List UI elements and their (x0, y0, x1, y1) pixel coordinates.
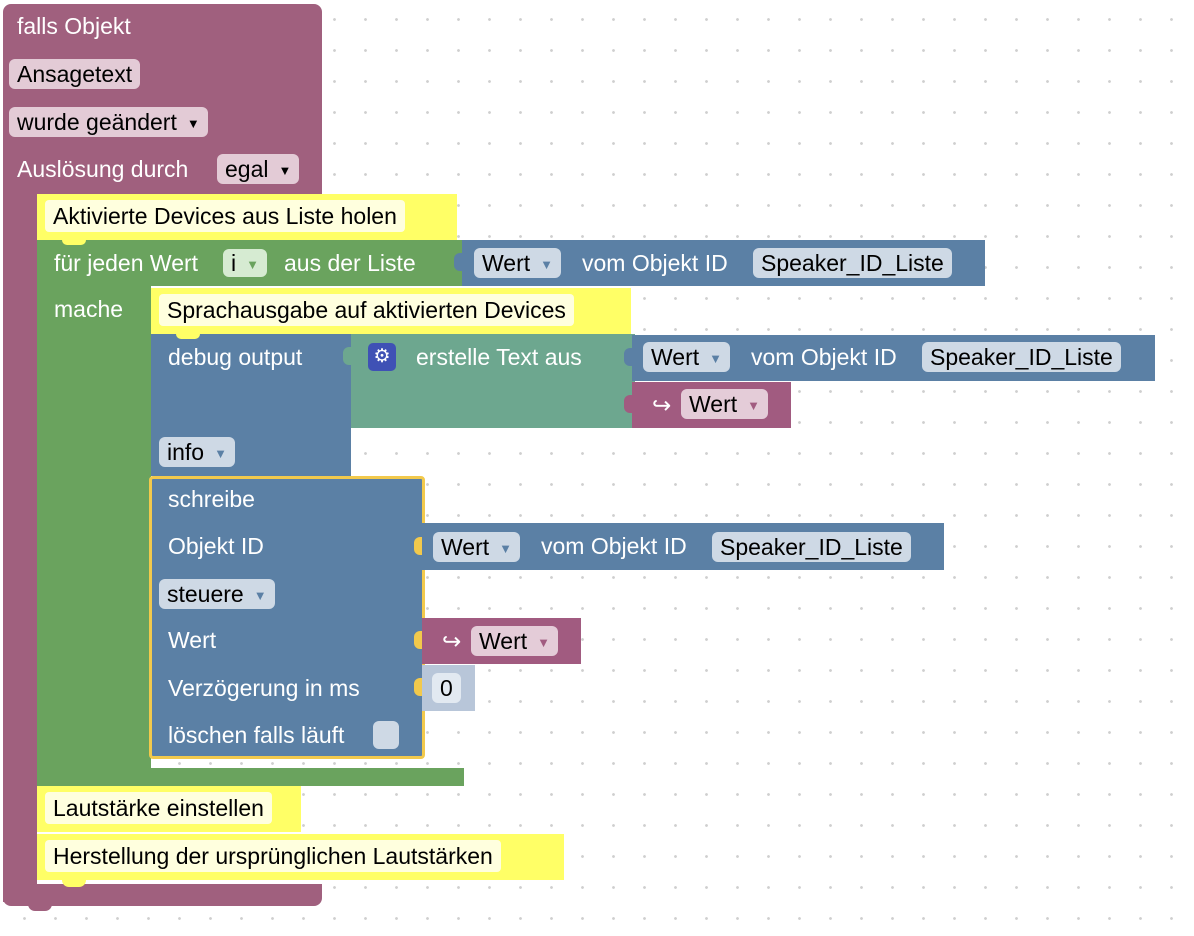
loop-variable-dropdown[interactable]: i▼ (223, 249, 267, 277)
list-of-label: vom Objekt ID (582, 250, 728, 276)
loop-variable-text: i (231, 250, 237, 276)
object-name-field[interactable]: Ansagetext (9, 59, 141, 89)
delay-number-connector (414, 678, 422, 696)
write-attribute-text: Wert (441, 534, 490, 560)
trigger-dropdown[interactable]: egal ▼ (217, 154, 300, 184)
write-variable-connector (414, 631, 422, 649)
debug-attribute-dropdown[interactable]: Wert ▼ (643, 342, 731, 372)
list-object-id-field[interactable]: Speaker_ID_Liste (753, 248, 952, 278)
write-object-id-field[interactable]: Speaker_ID_Liste (712, 532, 911, 562)
write-delay-label: Verzögerung in ms (168, 675, 360, 701)
comment-set-volume-text: Lautstärke einstellen (53, 795, 264, 821)
chevron-down-icon: ▼ (246, 257, 259, 272)
chevron-down-icon: ▼ (253, 588, 267, 603)
loop-notch (62, 240, 86, 245)
write-variable-dropdown[interactable]: Wert ▼ (471, 626, 559, 656)
chevron-down-icon: ▼ (499, 541, 513, 556)
event-block-footer (3, 884, 322, 906)
write-value-label: Wert (168, 627, 217, 653)
event-block-spine (3, 190, 37, 902)
debug-of-label: vom Objekt ID (751, 344, 897, 370)
chevron-down-icon: ▼ (747, 398, 761, 413)
debug-variable-text: Wert (689, 391, 738, 417)
for-each-loop-footer (37, 768, 464, 786)
return-arrow-icon: ↪ (442, 628, 462, 654)
gear-icon[interactable]: ⚙ (368, 343, 396, 371)
debug-notch (176, 334, 200, 339)
write-mode-text: steuere (167, 581, 244, 607)
debug-output-label: debug output (168, 344, 303, 370)
write-of-label: vom Objekt ID (541, 533, 687, 559)
event-type-text: wurde geändert (17, 109, 177, 135)
object-name-text: Ansagetext (17, 61, 133, 87)
delay-number-text: 0 (440, 675, 453, 701)
chevron-down-icon: ▼ (540, 257, 554, 272)
loop-prefix-label: für jeden Wert (54, 250, 199, 276)
loop-do-label: mache (54, 296, 124, 322)
write-variable-text: Wert (479, 628, 528, 654)
comment-set-volume-field[interactable]: Lautstärke einstellen (45, 792, 272, 824)
comment-restore-volume-field[interactable]: Herstellung der ursprünglichen Lautstärk… (45, 840, 501, 872)
debug-variable-connector (624, 395, 632, 413)
debug-object-id-field[interactable]: Speaker_ID_Liste (922, 342, 1121, 372)
list-attribute-dropdown[interactable]: Wert ▼ (474, 248, 562, 278)
chevron-down-icon: ▼ (186, 116, 200, 131)
chevron-down-icon: ▼ (709, 351, 723, 366)
create-text-block[interactable] (351, 334, 635, 428)
debug-attribute-text: Wert (651, 344, 700, 370)
debug-level-text: info (167, 439, 205, 465)
debug-variable-dropdown[interactable]: Wert ▼ (681, 389, 769, 419)
delay-number-field[interactable]: 0 (432, 673, 461, 703)
loop-suffix-label: aus der Liste (284, 250, 416, 276)
chevron-down-icon: ▼ (537, 635, 551, 650)
debug-object-value-connector (624, 348, 632, 366)
event-block-notch (28, 904, 52, 911)
debug-level-dropdown[interactable]: info ▼ (159, 437, 235, 467)
comment-restore-notch (62, 880, 86, 887)
list-object-id-text: Speaker_ID_Liste (761, 250, 944, 276)
comment-get-devices-text: Aktivierte Devices aus Liste holen (53, 203, 397, 229)
trigger-value-text: egal (225, 156, 269, 182)
write-object-value-connector (414, 537, 422, 555)
event-type-dropdown[interactable]: wurde geändert ▼ (9, 107, 208, 137)
write-object-id-label: Objekt ID (168, 533, 264, 559)
write-attribute-dropdown[interactable]: Wert ▼ (433, 532, 521, 562)
comment-speech-output-text: Sprachausgabe auf aktivierten Devices (167, 297, 566, 323)
comment-get-devices-field[interactable]: Aktivierte Devices aus Liste holen (45, 200, 405, 232)
comment-restore-volume-text: Herstellung der ursprünglichen Lautstärk… (53, 843, 493, 869)
chevron-down-icon: ▼ (278, 163, 292, 178)
write-title-label: schreibe (168, 486, 255, 512)
return-arrow-icon: ↪ (652, 392, 672, 418)
debug-object-id-text: Speaker_ID_Liste (930, 344, 1113, 370)
write-object-id-text: Speaker_ID_Liste (720, 534, 903, 560)
list-attribute-text: Wert (482, 250, 531, 276)
write-block[interactable] (149, 476, 425, 759)
event-header-label: falls Objekt (17, 13, 131, 39)
write-clear-label: löschen falls läuft (168, 722, 345, 748)
write-mode-dropdown[interactable]: steuere ▼ (159, 579, 275, 609)
for-each-loop-spine (37, 286, 151, 768)
clear-running-checkbox[interactable] (373, 721, 399, 749)
comment-speech-output-field[interactable]: Sprachausgabe auf aktivierten Devices (159, 294, 574, 326)
create-text-connector (343, 347, 351, 365)
create-text-label: erstelle Text aus (416, 344, 582, 370)
list-value-connector (454, 253, 462, 271)
trigger-label: Auslösung durch (17, 156, 189, 182)
chevron-down-icon: ▼ (214, 446, 227, 461)
